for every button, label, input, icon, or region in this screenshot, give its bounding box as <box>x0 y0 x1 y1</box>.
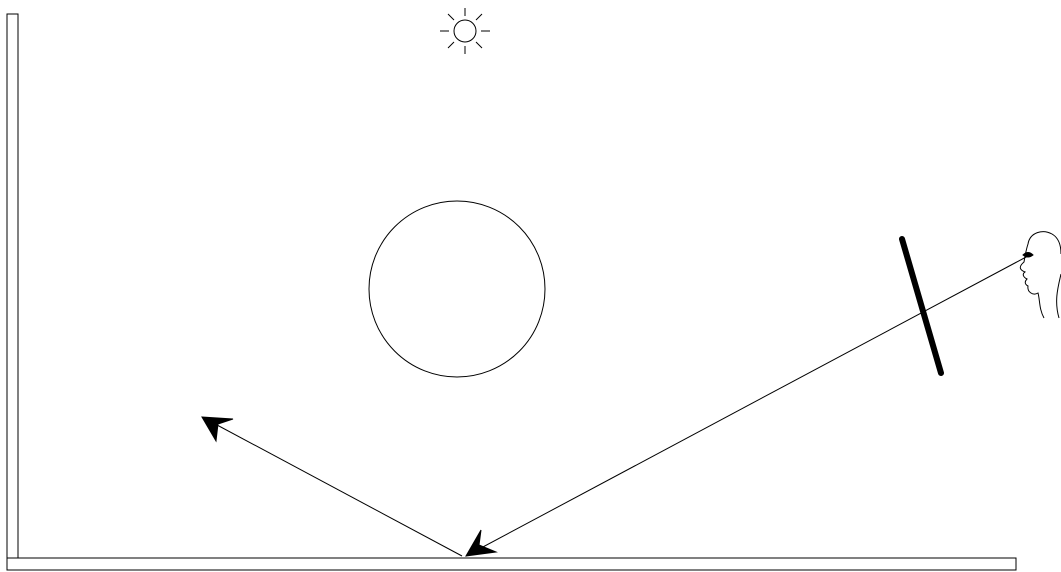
view-ray-arrowhead <box>466 530 496 556</box>
sphere <box>369 201 545 377</box>
eye-icon <box>1023 253 1033 258</box>
sun-icon <box>440 8 490 54</box>
eye-observer <box>1020 232 1061 318</box>
wall <box>7 14 18 558</box>
head-outline <box>1020 232 1061 318</box>
floor <box>7 558 1016 570</box>
back-of-head <box>1057 274 1061 318</box>
view-ray <box>466 256 1028 556</box>
reflected-ray <box>204 418 462 556</box>
reflected-ray-arrowhead <box>202 417 233 441</box>
